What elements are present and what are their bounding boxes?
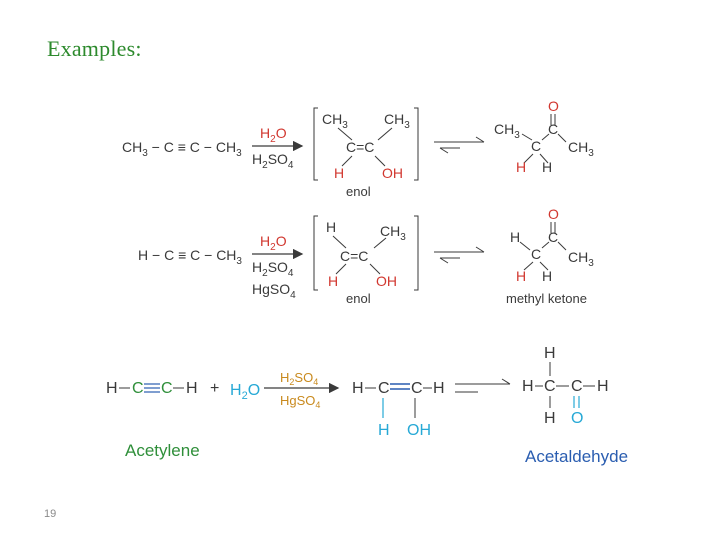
svg-text:OH: OH (376, 273, 397, 289)
svg-text:H: H (544, 410, 556, 427)
svg-text:C: C (544, 378, 556, 395)
enol-label-2: enol (346, 291, 371, 306)
svg-text:OH: OH (407, 422, 431, 439)
acetaldehyde-label: Acetaldehyde (525, 447, 628, 466)
svg-text:C: C (571, 378, 583, 395)
reagent-h2so4-1: H2SO4 (252, 151, 294, 171)
svg-text:H: H (378, 422, 390, 439)
svg-text:C: C (548, 121, 558, 137)
svg-text:C: C (161, 380, 173, 397)
enol-ch3-left-1: CH3 (322, 111, 348, 131)
svg-text:H: H (516, 268, 526, 284)
svg-text:H: H (522, 378, 534, 395)
enol-h-1: H (334, 165, 344, 181)
reaction-1: CH3 − C ≡ C − CH3 H2O H2SO4 CH3 CH3 C=C … (122, 98, 594, 199)
svg-text:H: H (542, 268, 552, 284)
bracket-left-1 (313, 107, 318, 181)
reagent-hgso4-2: HgSO4 (252, 281, 296, 301)
svg-text:CH3: CH3 (568, 249, 594, 269)
svg-text:H: H (328, 273, 338, 289)
product-ch3-right-1: CH3 (568, 139, 594, 159)
product-h1-1: H (516, 159, 526, 175)
svg-text:C: C (411, 380, 423, 397)
svg-text:H: H (597, 378, 609, 395)
svg-text:CH3: CH3 (380, 223, 406, 243)
svg-text:H: H (433, 380, 445, 397)
bracket-left-2 (313, 215, 318, 291)
reactant-2: H − C ≡ C − CH3 (138, 247, 242, 267)
page-number: 19 (44, 508, 57, 520)
reagent-hgso4-3: HgSO4 (280, 393, 320, 410)
svg-text:C: C (531, 138, 541, 154)
reaction-2: H − C ≡ C − CH3 H2O H2SO4 HgSO4 H CH3 C=… (138, 206, 594, 306)
reactant-1: CH3 − C ≡ C − CH3 (122, 139, 242, 159)
enol-ch3-right-1: CH3 (384, 111, 410, 131)
svg-text:C=C: C=C (340, 248, 368, 264)
bracket-right-1 (414, 107, 419, 181)
reagent-h2so4-2: H2SO4 (252, 259, 294, 279)
svg-text:C: C (132, 380, 144, 397)
reagent-h2so4-3: H2SO4 (280, 370, 318, 387)
acetylene-label: Acetylene (125, 441, 200, 460)
product-label-2: methyl ketone (506, 291, 587, 306)
bracket-right-2 (414, 215, 419, 291)
svg-text:C: C (531, 246, 541, 262)
svg-text:O: O (548, 206, 559, 222)
svg-text:H: H (186, 380, 198, 397)
svg-text:C: C (378, 380, 390, 397)
svg-text:H: H (352, 380, 364, 397)
plus-sign: + (210, 380, 219, 397)
product-ch3-left-1: CH3 (494, 121, 520, 141)
enol-double-bond-1: C=C (346, 139, 374, 155)
svg-text:C: C (548, 229, 558, 245)
reagent-h2o-1: H2O (260, 125, 287, 145)
enol-label-1: enol (346, 184, 371, 199)
reactant-h-left: H (106, 380, 118, 397)
product-o-1: O (548, 98, 559, 114)
slide-title: Examples: (47, 36, 142, 61)
product-h2-1: H (542, 159, 552, 175)
svg-text:H: H (326, 219, 336, 235)
water: H2O (230, 382, 260, 402)
reaction-3: H C C H + H2O H2SO4 HgSO4 H C C H H OH H (106, 345, 628, 466)
reagent-h2o-2: H2O (260, 233, 287, 253)
enol-oh-1: OH (382, 165, 403, 181)
svg-text:H: H (544, 345, 556, 362)
svg-text:O: O (571, 410, 583, 427)
svg-text:H: H (510, 229, 520, 245)
